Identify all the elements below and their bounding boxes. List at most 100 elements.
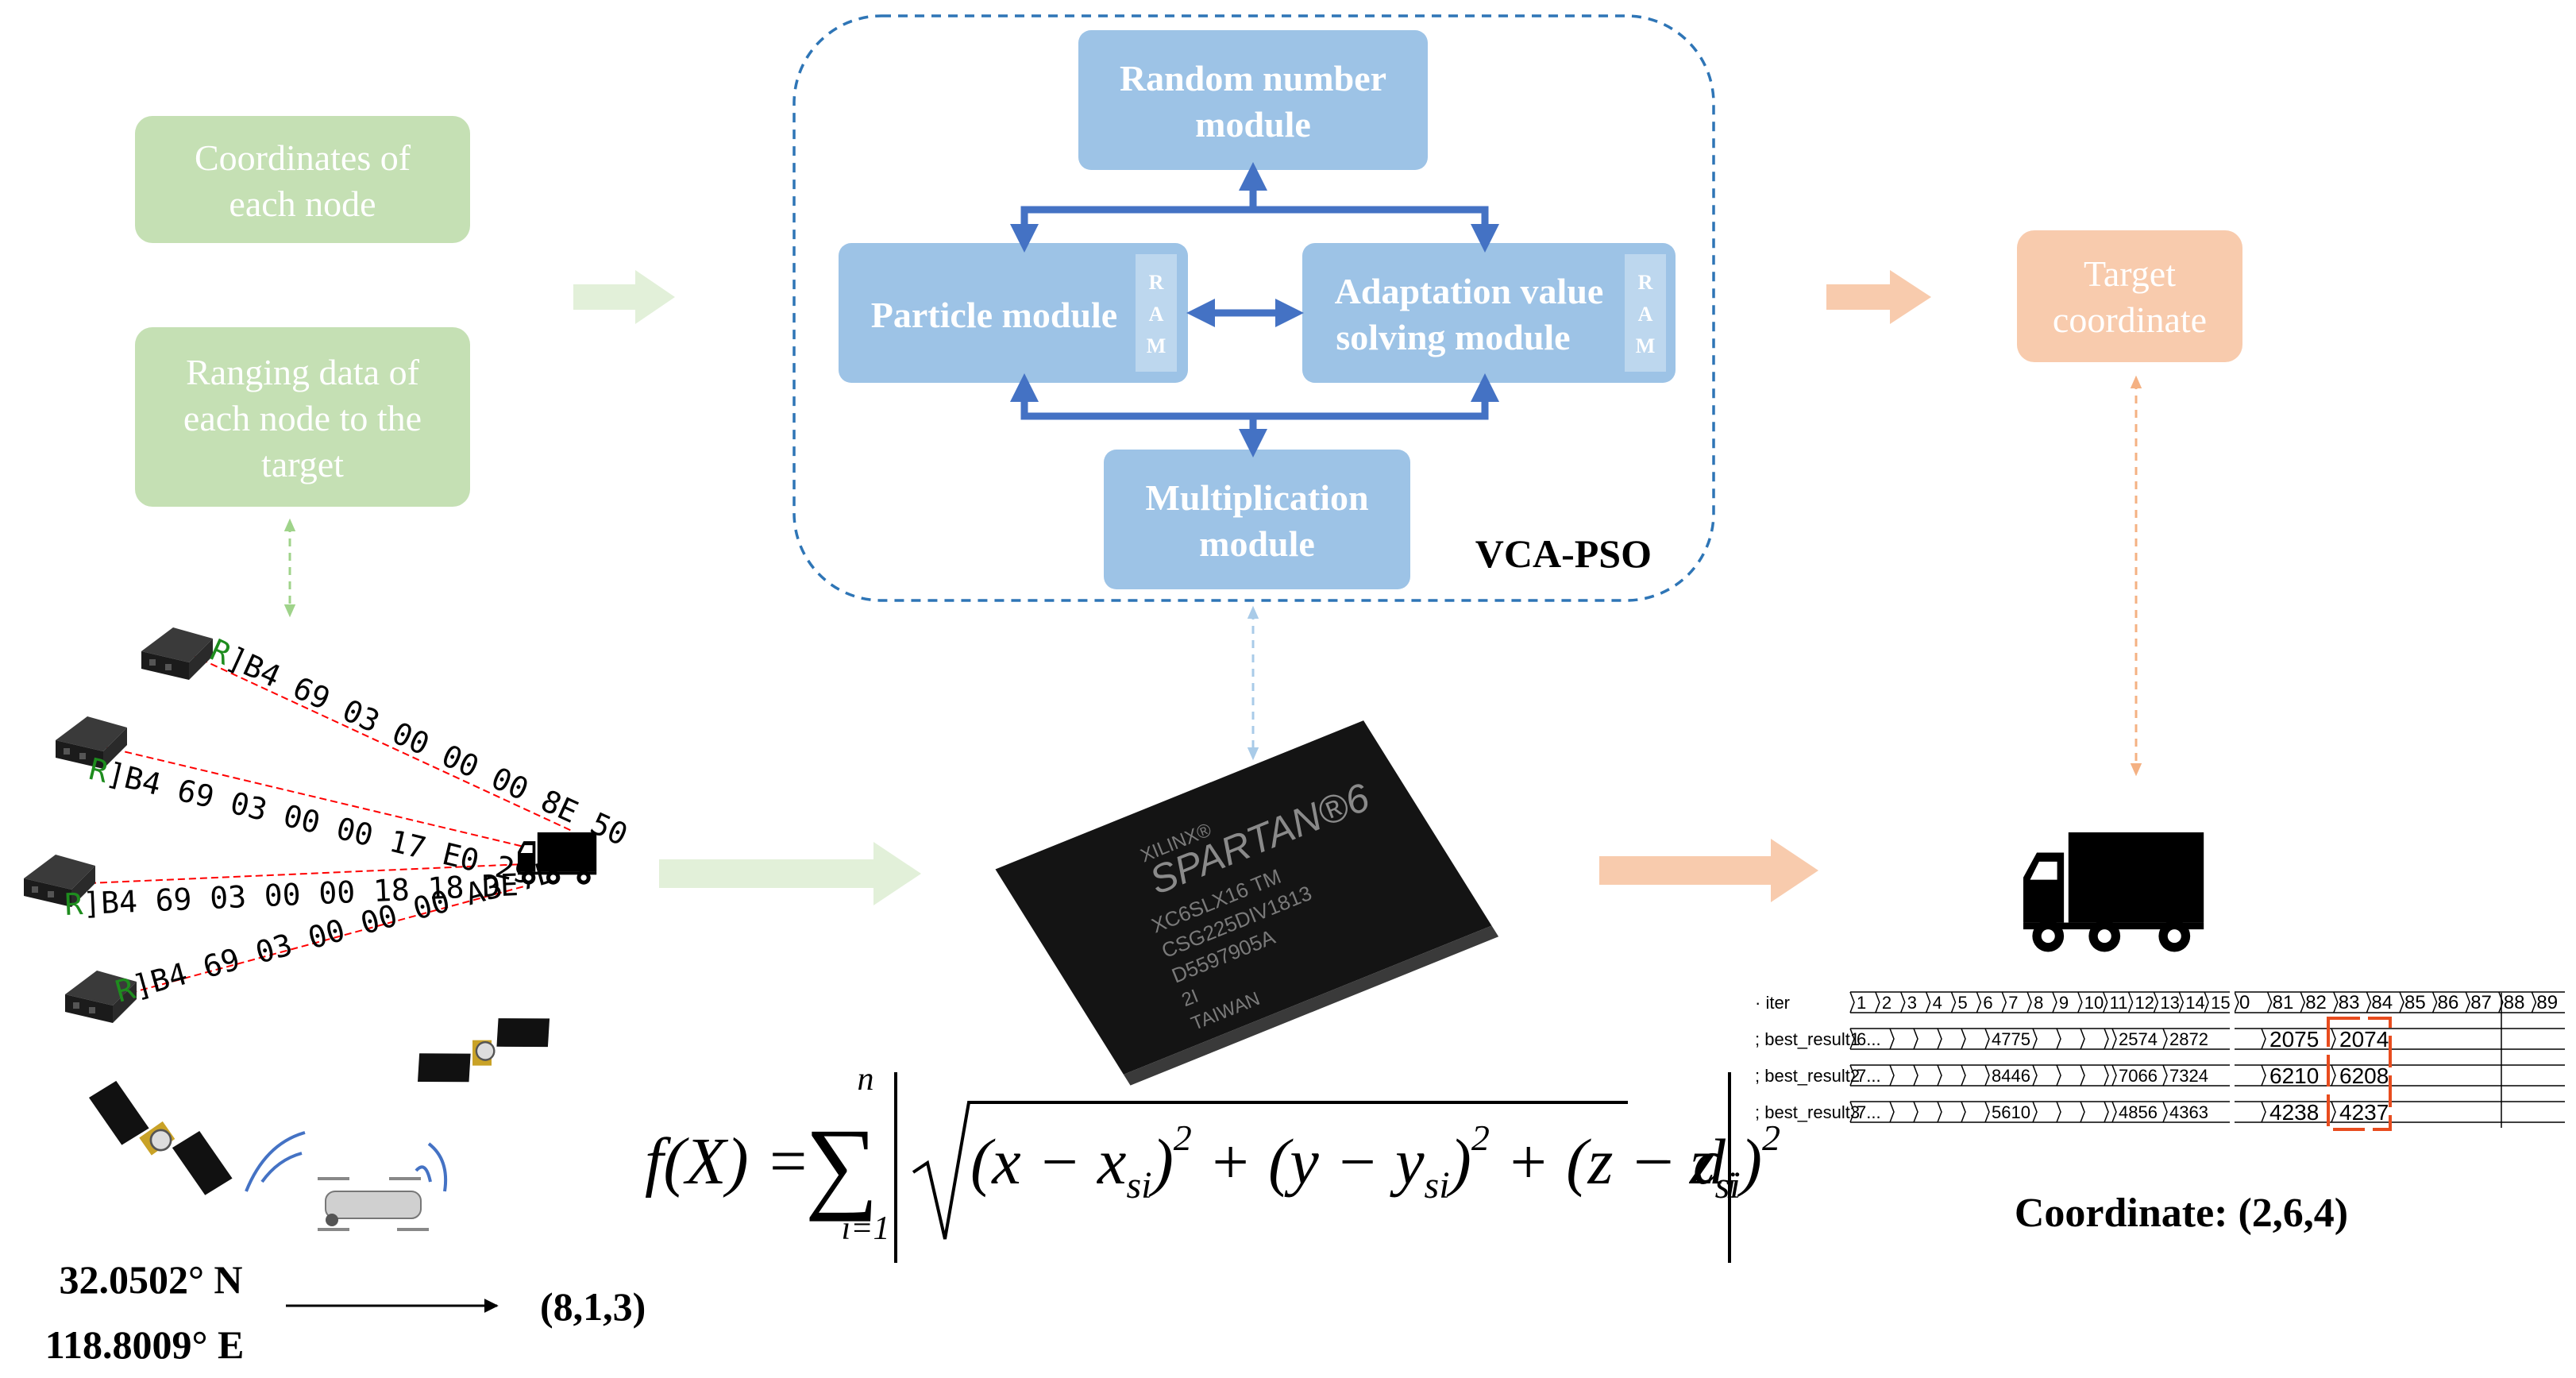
- wave-cell: 5: [1957, 993, 1967, 1013]
- wave-transition: [2261, 1101, 2266, 1123]
- wave-transition: [2162, 1064, 2168, 1087]
- formula-sqrt: [912, 1101, 1628, 1240]
- wave-cell: 86: [2438, 992, 2459, 1013]
- wave-transition: [2080, 1064, 2085, 1087]
- target-box-bg: [2017, 230, 2242, 362]
- wave-cell: 87: [2470, 992, 2492, 1013]
- adaptation-line-1: Adaptation value: [1335, 271, 1604, 311]
- satellite-right-icon: [405, 970, 562, 1131]
- ranging-line-3: target: [261, 444, 344, 484]
- wave-cell: 0: [2239, 992, 2250, 1013]
- wave-transition: [2080, 1028, 2085, 1050]
- formula-distance: − di: [1633, 1125, 1736, 1206]
- wave-cell: 89: [2536, 992, 2558, 1013]
- wave-gap: [2230, 985, 2235, 1128]
- wave-cell: 3: [1907, 993, 1917, 1013]
- wave-transition: [1976, 991, 1982, 1013]
- fpga-chip: XILINX® SPARTAN®6 XC6SLX16 TM CSG225DIV1…: [995, 720, 1499, 1086]
- wave-transition: [2111, 1101, 2117, 1123]
- signal-wave-right-1: [415, 1165, 432, 1183]
- wave-transition: [2102, 991, 2108, 1013]
- coordinate-result: Coordinate: (2,6,4): [2015, 1191, 2348, 1236]
- gps-longitude: 118.8009° E: [45, 1322, 245, 1367]
- wave-transition: [2056, 1028, 2061, 1050]
- drone-icon: [245, 1131, 448, 1231]
- formula-sum-upper: n: [858, 1061, 874, 1098]
- wave-transition: [1849, 1064, 1855, 1087]
- wave-transition: [1913, 1101, 1919, 1123]
- target-truck-icon: [2023, 832, 2204, 952]
- wave-cell: 6210: [2269, 1063, 2319, 1088]
- wave-cell: 82: [2305, 992, 2327, 1013]
- wave-cell: 15: [2211, 993, 2230, 1013]
- ranging-node-1-icon: [141, 627, 213, 680]
- frame-3-prefix: R: [64, 886, 83, 922]
- signal-wave-left-1: [260, 1152, 303, 1183]
- orange-arrow-top: [1826, 270, 1931, 324]
- target-line-1: Target: [2084, 253, 2176, 294]
- wave-cell: 88: [2504, 992, 2525, 1013]
- ranging-line-2: each node to the: [183, 398, 422, 438]
- wave-cell: 2074: [2339, 1027, 2389, 1052]
- wave-transition: [2531, 991, 2537, 1013]
- wave-transition: [2127, 991, 2134, 1013]
- wave-transition: [2331, 1028, 2336, 1050]
- wave-transition: [2026, 991, 2032, 1013]
- wave-cell: 81: [2273, 992, 2294, 1013]
- wave-transition: [2399, 991, 2404, 1013]
- wave-transition: [1889, 1028, 1895, 1050]
- wave-transition: [1937, 1101, 1942, 1123]
- wave-transition: [1849, 1028, 1855, 1050]
- wave-transition: [2052, 991, 2057, 1013]
- adaptation-ram-m: M: [1636, 334, 1656, 357]
- coordinates-line-2: each node: [229, 183, 376, 224]
- wave-cell: 5610: [1992, 1102, 2030, 1122]
- ranging-box-bg: [135, 327, 470, 507]
- adaptation-module-bg: [1302, 243, 1676, 383]
- wave-cell: 4237: [2339, 1100, 2389, 1125]
- wave-transition: [1849, 991, 1855, 1013]
- wave-transition: [2331, 1064, 2336, 1087]
- wave-transition: [1950, 991, 1957, 1013]
- particle-ram-bg: [1136, 254, 1177, 372]
- coordinates-box-bg: [135, 116, 470, 243]
- range-line-3: [88, 863, 525, 884]
- wave-cell: 7...: [1857, 1066, 1881, 1086]
- wave-transition: [2153, 991, 2159, 1013]
- satellite-left-icon: [87, 1070, 235, 1206]
- ranging-frames: R]B4 69 03 00 00 00 8E 50 R]B4 69 03 00 …: [64, 632, 633, 1009]
- wave-transition: [2162, 1101, 2168, 1123]
- wave-transition: [1937, 1028, 1942, 1050]
- chip-edge: [1123, 925, 1499, 1086]
- particle-label: Particle module: [871, 295, 1117, 335]
- adaptation-line-2: solving module: [1336, 317, 1570, 357]
- coordinates-box: Coordinates of each node: [135, 116, 470, 243]
- wave-cell: 85: [2404, 992, 2426, 1013]
- wave-row-label: ; best_result3: [1755, 1102, 1860, 1122]
- wave-cell: 1: [1857, 993, 1866, 1013]
- drone-camera: [326, 1214, 338, 1226]
- range-line-4: [118, 886, 525, 997]
- wave-cell: 7...: [1857, 1102, 1881, 1122]
- wave-cell: 4363: [2169, 1102, 2208, 1122]
- wave-cell: 12: [2135, 993, 2154, 1013]
- wave-cell: 8: [2034, 993, 2043, 1013]
- wave-cell: 84: [2371, 992, 2393, 1013]
- particle-ram-a: A: [1149, 303, 1164, 326]
- wave-cell: 7: [2008, 993, 2018, 1013]
- random-number-module: Random number module: [1078, 30, 1428, 170]
- particle-module: Particle module R A M: [839, 243, 1188, 383]
- wave-cell: 11: [2110, 993, 2128, 1013]
- range-line-2: [102, 746, 531, 849]
- wave-cell: 4238: [2269, 1100, 2319, 1125]
- wave-transition: [2104, 1028, 2109, 1050]
- vca-pso-container: [792, 14, 1715, 602]
- multiplication-module-bg: [1104, 450, 1410, 589]
- wave-transition: [1961, 1064, 1966, 1087]
- formula-radicand: (x − xsi)2 + (y − ysi)2 + (z − zsi)2: [970, 1117, 1780, 1206]
- wave-transition: [2431, 991, 2438, 1013]
- wave-transition: [1961, 1028, 1966, 1050]
